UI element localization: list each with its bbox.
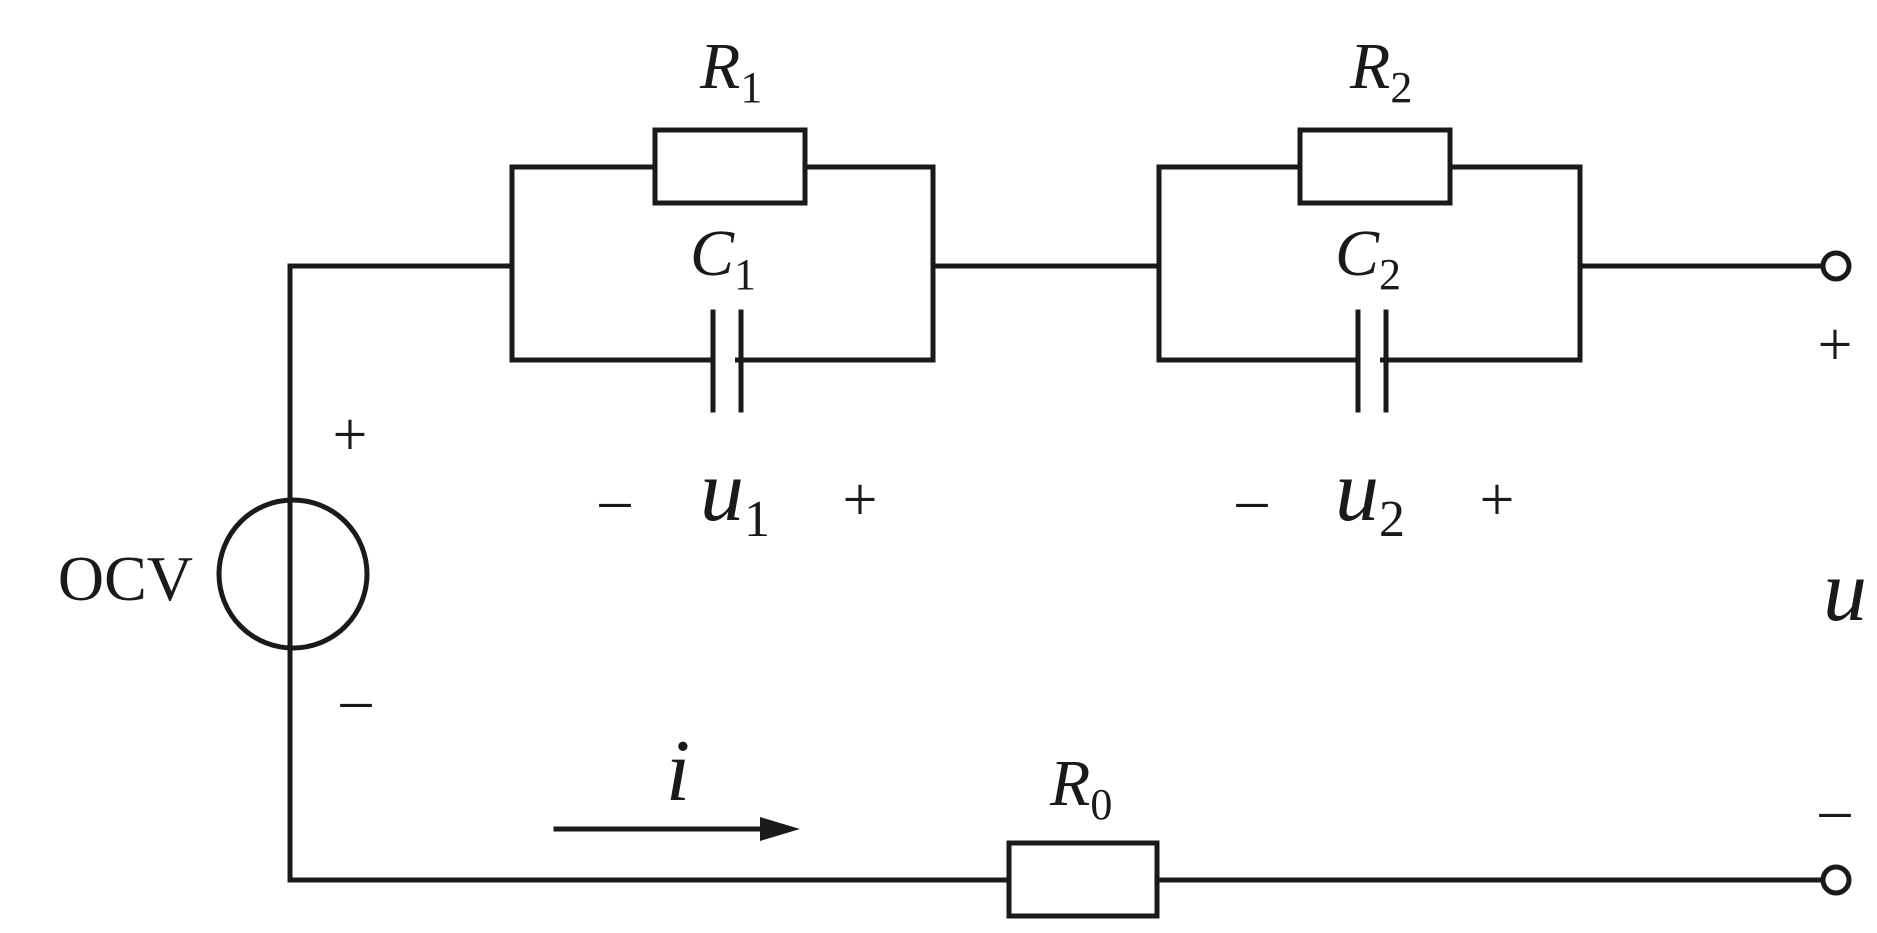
terminal-voltage-label: u bbox=[1823, 543, 1867, 640]
c2-symbol: C bbox=[1335, 217, 1380, 290]
r0-label: R0 bbox=[1049, 747, 1112, 829]
r1-label: R1 bbox=[699, 30, 762, 112]
r0-symbol: R bbox=[1049, 747, 1090, 820]
c2-label: C2 bbox=[1335, 217, 1401, 299]
u2-positive-sign: + bbox=[1480, 466, 1515, 534]
resistor-r1 bbox=[652, 127, 808, 206]
resistor-r0 bbox=[1006, 840, 1160, 919]
u1-negative-sign: – bbox=[599, 466, 632, 534]
r0-subscript: 0 bbox=[1090, 780, 1112, 829]
u1-label: u1 bbox=[700, 443, 770, 548]
capacitor-c1 bbox=[710, 309, 744, 413]
current-arrow bbox=[553, 817, 800, 841]
r1-symbol: R bbox=[699, 30, 740, 103]
current-label: i bbox=[666, 723, 690, 820]
c1-subscript: 1 bbox=[734, 250, 756, 299]
c2-subscript: 2 bbox=[1379, 250, 1401, 299]
c1-label: C1 bbox=[690, 217, 756, 299]
u1-subscript: 1 bbox=[744, 491, 770, 548]
r2-label: R2 bbox=[1349, 30, 1412, 112]
r2-subscript: 2 bbox=[1390, 63, 1412, 112]
resistor-r2 bbox=[1297, 127, 1453, 206]
u2-subscript: 2 bbox=[1379, 491, 1405, 548]
c1-symbol: C bbox=[690, 217, 735, 290]
source-positive-sign: + bbox=[333, 401, 368, 469]
r1-subscript: 1 bbox=[740, 63, 762, 112]
u2-negative-sign: – bbox=[1236, 466, 1269, 534]
u1-positive-sign: + bbox=[843, 466, 878, 534]
source-negative-sign: – bbox=[340, 666, 373, 734]
u2-symbol: u bbox=[1335, 443, 1379, 540]
terminal-positive bbox=[1820, 250, 1852, 282]
capacitor-c2 bbox=[1355, 309, 1389, 413]
terminal-positive-sign: + bbox=[1818, 311, 1853, 379]
terminal-negative bbox=[1820, 864, 1852, 896]
u2-label: u2 bbox=[1335, 443, 1405, 548]
r2-symbol: R bbox=[1349, 30, 1390, 103]
u1-symbol: u bbox=[700, 443, 744, 540]
ocv-source-symbol bbox=[216, 497, 370, 651]
ocv-label: OCV bbox=[58, 543, 193, 614]
terminal-negative-sign: – bbox=[1819, 776, 1852, 844]
